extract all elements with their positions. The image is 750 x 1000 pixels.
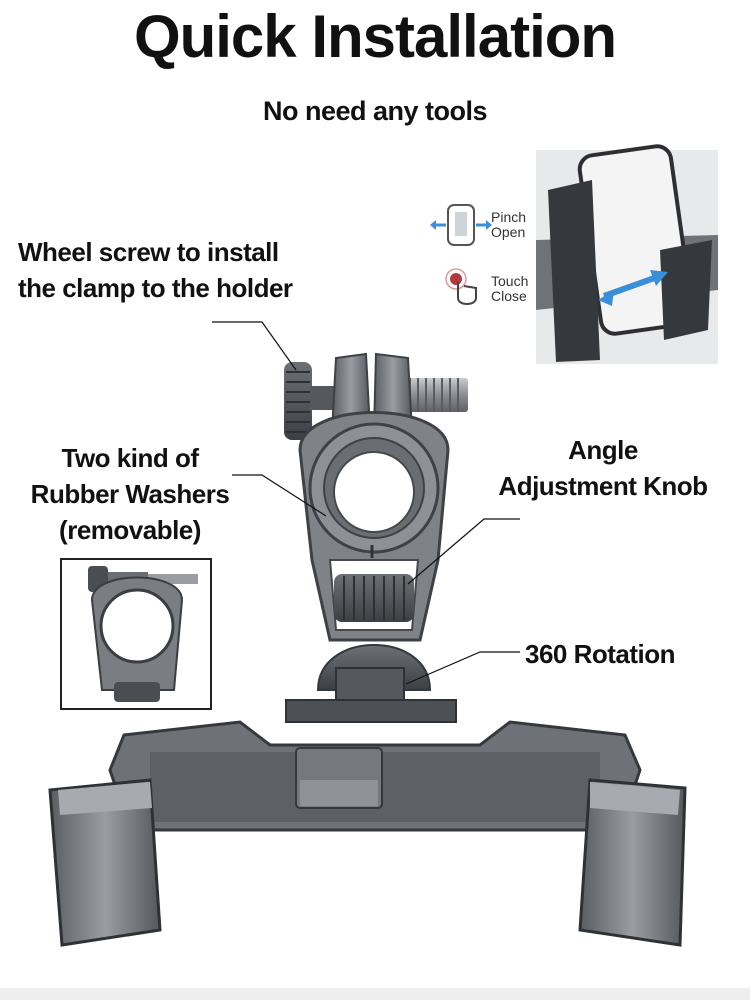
page-title: Quick Installation bbox=[133, 3, 617, 70]
rotation-callout: 360 Rotation bbox=[525, 639, 676, 669]
angle-knob-callout: Angle Adjustment Knob bbox=[498, 435, 708, 501]
phone-demo-photo bbox=[536, 144, 718, 364]
side-grip-right bbox=[578, 778, 687, 947]
footer-strip bbox=[0, 988, 750, 1000]
pinch-open-icon bbox=[430, 204, 492, 246]
rotation-leader bbox=[405, 651, 520, 685]
callout-lines bbox=[212, 321, 520, 685]
pinch-open-label: Pinch Open bbox=[491, 209, 527, 240]
side-grip-left bbox=[48, 778, 162, 947]
washer-closeup-drawing bbox=[88, 566, 198, 702]
washers-leader bbox=[232, 474, 327, 517]
page-subtitle: No need any tools bbox=[262, 96, 488, 126]
ball-joint bbox=[285, 644, 457, 723]
angle-knob-leader bbox=[407, 518, 520, 585]
threaded-bolt bbox=[400, 378, 468, 412]
touch-close-icon bbox=[445, 268, 477, 305]
washer-inset-image bbox=[60, 558, 212, 710]
wheel-screw-leader bbox=[212, 321, 297, 371]
touch-close-label: Touch Close bbox=[491, 273, 529, 304]
rubber-washers-callout: Two kind of Rubber Washers (removable) bbox=[30, 443, 230, 545]
wheel-screw-callout: Wheel screw to install the clamp to the … bbox=[18, 237, 293, 303]
angle-adjustment-knob bbox=[334, 574, 414, 622]
wheel-screw-knob bbox=[284, 362, 336, 440]
holder-base bbox=[108, 720, 642, 832]
